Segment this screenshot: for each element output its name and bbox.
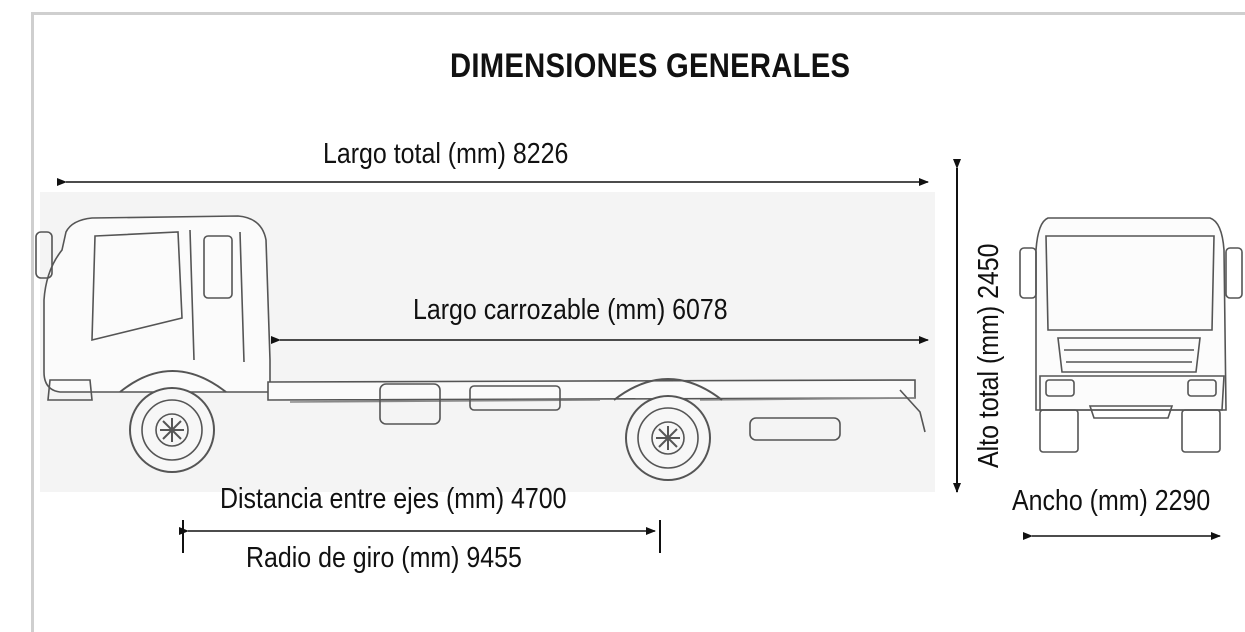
truck-front-view — [1019, 217, 1243, 453]
largo-carrozable-label: Largo carrozable (mm) 6078 — [413, 294, 728, 326]
distancia-entre-ejes-label: Distancia entre ejes (mm) 4700 — [220, 483, 567, 515]
diagram-frame — [31, 12, 1245, 632]
largo-total-label: Largo total (mm) 8226 — [323, 138, 569, 170]
truck-drawing — [35, 159, 1243, 553]
alto-total-label: Alto total (mm) 2450 — [973, 243, 1005, 468]
front-wheel — [129, 387, 215, 473]
rear-wheel — [625, 395, 711, 481]
truck-side-view — [35, 215, 926, 481]
ancho-label: Ancho (mm) 2290 — [1012, 485, 1211, 517]
distancia-entre-ejes-arrow — [179, 520, 661, 553]
radio-de-giro-label: Radio de giro (mm) 9455 — [246, 542, 522, 574]
page-title: DIMENSIONES GENERALES — [450, 47, 851, 85]
